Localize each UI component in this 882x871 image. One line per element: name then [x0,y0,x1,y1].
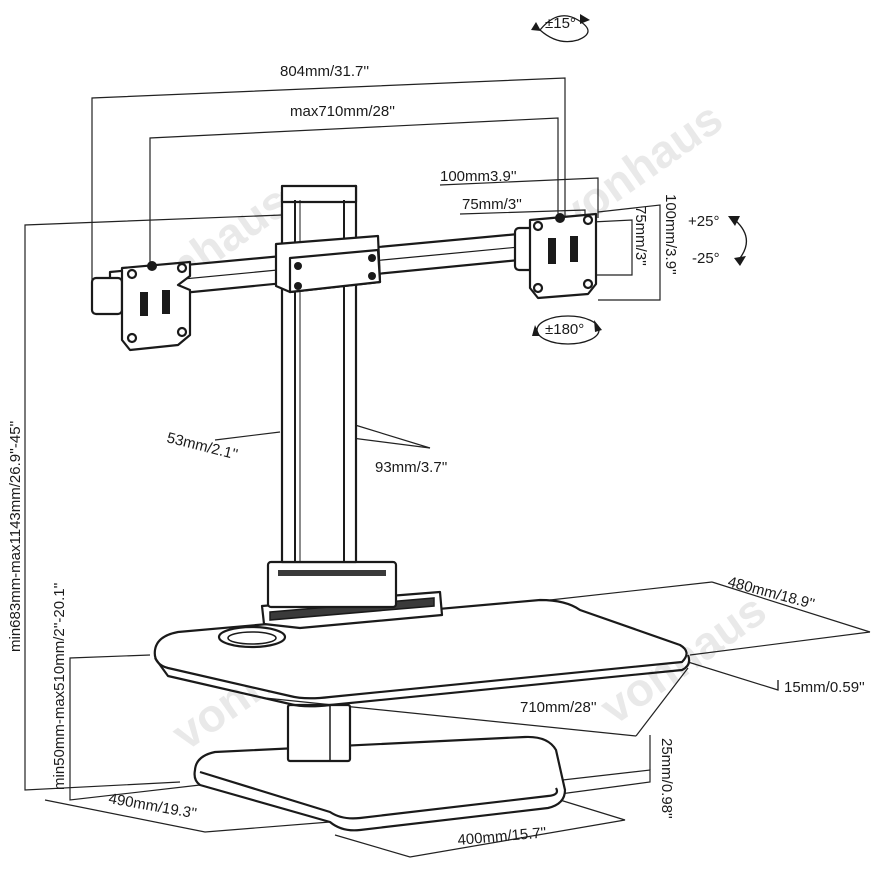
arm-total-width-label: 804mm/31.7'' [280,63,369,80]
lift-range-label: min50mm-max510mm/2''-20.1'' [51,583,68,790]
base-thickness-label: 25mm/0.98'' [658,738,675,819]
vesa-100-vertical-label: 100mm/3.9'' [662,194,679,275]
pole-depth-label: 53mm/2.1'' [165,429,240,463]
lower-column [286,703,352,763]
base-plate [193,735,567,832]
vesa-plate-right [513,212,598,300]
swivel-label: ±15° [545,15,576,32]
dimension-labels: 804mm/31.7'' max710mm/28'' 100mm3.9'' 75… [7,63,865,849]
desk-thickness-label: 15mm/0.59'' [784,679,865,696]
mount-holder [260,560,444,630]
desk-width-label: 710mm/28'' [520,699,597,716]
arm-max-vesa-span-label: max710mm/28'' [290,103,395,120]
tilt-pos-label: +25° [688,213,719,230]
dimension-lines [24,77,871,858]
base-width-label: 400mm/15.7'' [457,824,547,849]
vesa-plate-left [90,260,192,352]
swivel-indicator: ±15° [531,14,590,43]
tilt-indicator: +25° -25° [688,213,747,267]
rotate-indicator: ±180° [532,315,602,345]
overall-height-range-label: min683mm-max1143mm/26.9''-45'' [7,421,24,652]
vesa-100-horizontal-label: 100mm3.9'' [440,168,517,185]
tilt-neg-label: -25° [692,250,720,267]
vesa-75-vertical-label: 75mm/3'' [632,206,649,266]
base-depth-label: 490mm/19.3'' [107,790,198,822]
pole-width-label: 93mm/3.7'' [375,459,448,476]
vesa-75-horizontal-label: 75mm/3'' [462,196,522,213]
rotate-label: ±180° [545,321,584,338]
